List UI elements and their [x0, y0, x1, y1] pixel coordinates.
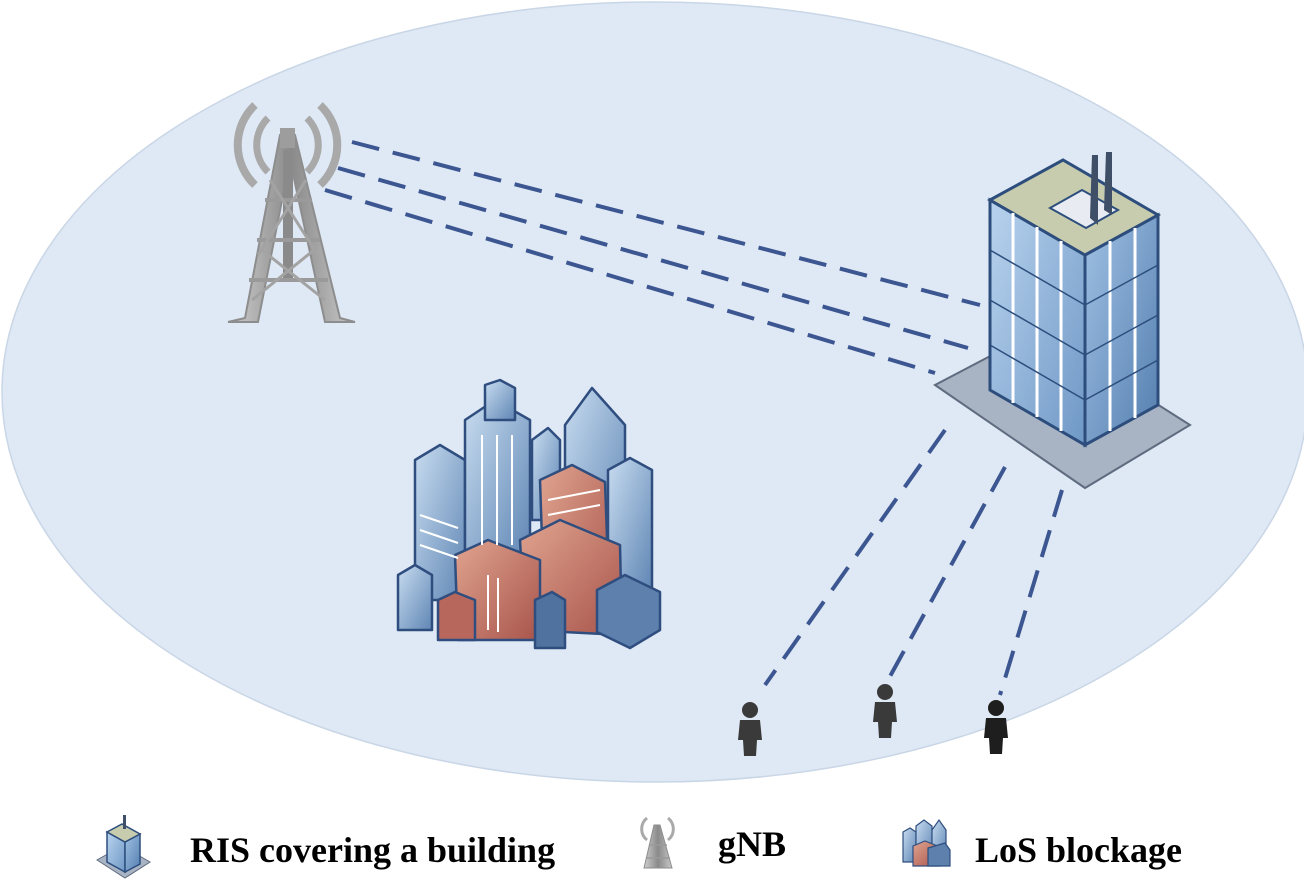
- legend-blockage-label: LoS blockage: [975, 830, 1183, 870]
- legend-ris-building-icon: [96, 815, 151, 879]
- city-blockage-icon: [396, 378, 662, 650]
- legend-city-blockage-icon: [902, 818, 951, 867]
- coverage-area: [1, 1, 1304, 783]
- user-icon: [873, 684, 897, 738]
- legend-gnb-label: gNB: [718, 824, 787, 864]
- gnb-ris-links: [324, 140, 981, 375]
- user-icon: [984, 700, 1008, 754]
- ris-building-icon: [933, 152, 1192, 490]
- legend-ris-label: RIS covering a building: [190, 830, 556, 870]
- legend-gnb-tower-icon: [640, 816, 675, 869]
- ris-user-links: [763, 428, 1064, 696]
- user-icon: [738, 702, 762, 756]
- gnb-tower-icon: [227, 102, 356, 323]
